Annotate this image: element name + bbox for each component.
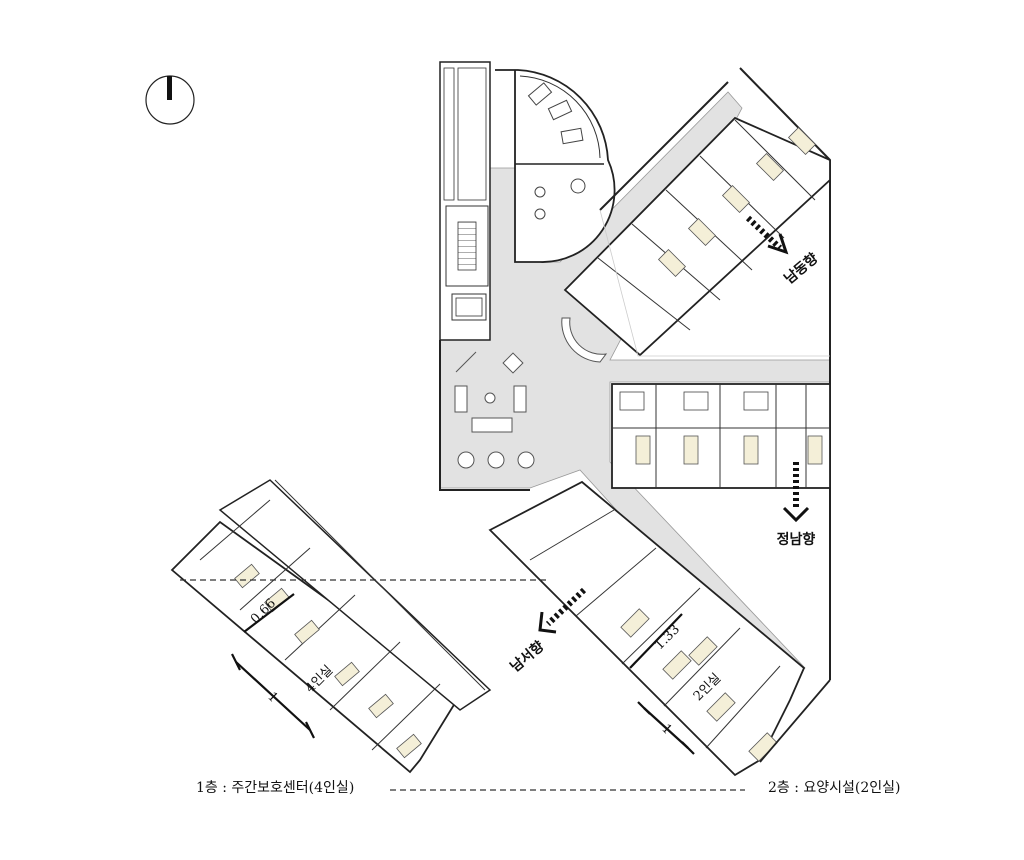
stair-tower: [439, 61, 491, 341]
dimension-markers: [231, 593, 695, 755]
caption-floor-2: 2층 : 요양시설(2인실): [768, 780, 901, 796]
north-arrow-icon: [145, 75, 195, 125]
northeast-wing-rooms: [563, 116, 831, 357]
caption-floor-1: 1층 : 주간보호센터(4인실): [196, 780, 354, 796]
floor-link-lines: [180, 579, 745, 791]
second-floor-plan: [439, 61, 831, 777]
arrow-south-icon: [782, 462, 810, 523]
label-south: 정남향: [777, 531, 816, 548]
label-southeast: 남동향: [781, 250, 822, 288]
hall-furniture: [454, 317, 608, 469]
arrow-southeast-icon: [745, 215, 789, 255]
diagonal-wing-rooms: [488, 480, 831, 777]
first-floor-plan: [170, 479, 492, 774]
dimension-label-1-left: 1: [264, 689, 280, 705]
label-southwest: 남서향: [507, 638, 548, 676]
south-wing-rooms: [611, 383, 831, 489]
round-room: [495, 69, 616, 263]
arrow-southwest-icon: [538, 587, 587, 634]
